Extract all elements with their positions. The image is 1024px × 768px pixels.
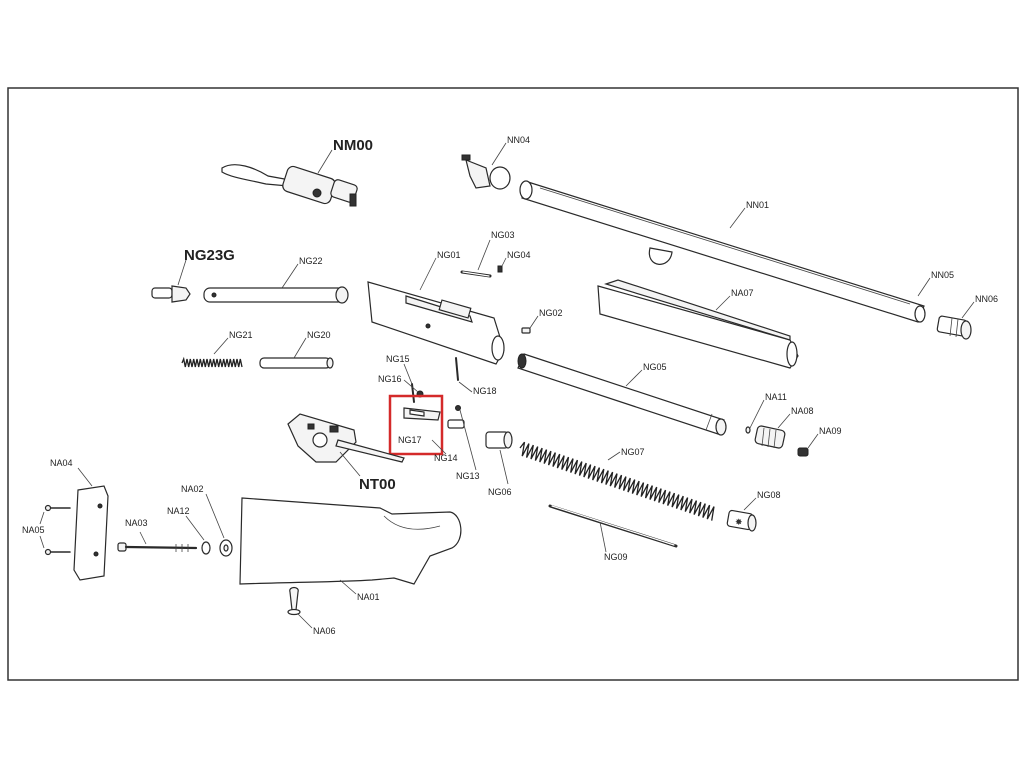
- label-ng18: NG18: [473, 386, 497, 396]
- label-nn06: NN06: [975, 294, 998, 304]
- part-na02-washer[interactable]: [219, 539, 233, 557]
- label-ng03: NG03: [491, 230, 515, 240]
- label-na03: NA03: [125, 518, 148, 528]
- part-ng02[interactable]: [521, 327, 531, 334]
- part-na05-screws[interactable]: [44, 504, 71, 556]
- part-ng08[interactable]: ✸: [726, 509, 757, 532]
- label-ng23g: NG23G: [184, 247, 235, 264]
- label-na11: NA11: [765, 392, 787, 402]
- label-na05: NA05: [22, 525, 45, 535]
- label-ng04: NG04: [507, 250, 531, 260]
- label-na07: NA07: [731, 288, 754, 298]
- label-ng20: NG20: [307, 330, 331, 340]
- part-ng13[interactable]: [455, 405, 461, 411]
- part-na01-stock[interactable]: [239, 497, 462, 585]
- part-ng20[interactable]: [259, 357, 334, 369]
- label-ng15: NG15: [386, 354, 410, 364]
- part-ng06[interactable]: [485, 431, 513, 449]
- label-ng05: NG05: [643, 362, 667, 372]
- label-na09: NA09: [819, 426, 842, 436]
- part-na06-sling-swivel[interactable]: [287, 586, 301, 616]
- part-ng07-spring[interactable]: [519, 441, 715, 521]
- label-ng08: NG08: [757, 490, 781, 500]
- label-nn05: NN05: [931, 270, 954, 280]
- part-ng05-magazine-tube[interactable]: [517, 353, 727, 436]
- label-nn04: NN04: [507, 135, 530, 145]
- part-ng21-spring[interactable]: [181, 356, 243, 368]
- label-ng14: NG14: [434, 453, 458, 463]
- label-ng13: NG13: [456, 471, 480, 481]
- label-ng07: NG07: [621, 447, 645, 457]
- part-na03-stock-bolt[interactable]: [117, 542, 198, 552]
- label-nm00: NM00: [333, 137, 373, 154]
- part-ng22[interactable]: [203, 286, 349, 304]
- part-ng23g[interactable]: [151, 285, 191, 303]
- highlight-box-ng17: [388, 394, 444, 456]
- label-nn01: NN01: [746, 200, 769, 210]
- part-nn04[interactable]: [461, 154, 511, 190]
- label-na08: NA08: [791, 406, 814, 416]
- part-na11[interactable]: [745, 426, 751, 434]
- label-na06: NA06: [313, 626, 336, 636]
- label-na12: NA12: [167, 506, 190, 516]
- part-ng01-receiver[interactable]: [367, 281, 505, 365]
- diagram-frame: [7, 87, 1019, 681]
- label-ng16: NG16: [378, 374, 402, 384]
- part-ng14[interactable]: [447, 419, 465, 429]
- svg-text:✸: ✸: [735, 517, 743, 527]
- label-nt00: NT00: [359, 476, 396, 493]
- part-nm00-bolt-assembly[interactable]: [221, 164, 358, 207]
- label-ng09: NG09: [604, 552, 628, 562]
- part-na07-forend[interactable]: [597, 279, 799, 369]
- label-ng21: NG21: [229, 330, 253, 340]
- part-nn06[interactable]: [936, 315, 972, 340]
- part-na04-butt-pad[interactable]: [73, 485, 109, 581]
- part-na12-washer[interactable]: [201, 541, 211, 555]
- part-na09[interactable]: [797, 447, 809, 457]
- part-ng04[interactable]: [497, 265, 503, 273]
- label-ng06: NG06: [488, 487, 512, 497]
- part-nn01-barrel[interactable]: [519, 180, 926, 323]
- part-ng03[interactable]: [460, 270, 492, 278]
- label-na04: NA04: [50, 458, 73, 468]
- label-ng17: NG17: [398, 435, 422, 445]
- label-na01: NA01: [357, 592, 380, 602]
- part-ng09-rod[interactable]: [548, 504, 678, 548]
- part-ng17[interactable]: [403, 407, 441, 421]
- part-na08-cap[interactable]: [754, 425, 786, 449]
- label-ng22: NG22: [299, 256, 323, 266]
- label-ng02: NG02: [539, 308, 563, 318]
- label-ng01: NG01: [437, 250, 461, 260]
- label-na02: NA02: [181, 484, 204, 494]
- part-ng18[interactable]: [455, 357, 459, 381]
- part-nt00-trigger-group[interactable]: [287, 413, 405, 463]
